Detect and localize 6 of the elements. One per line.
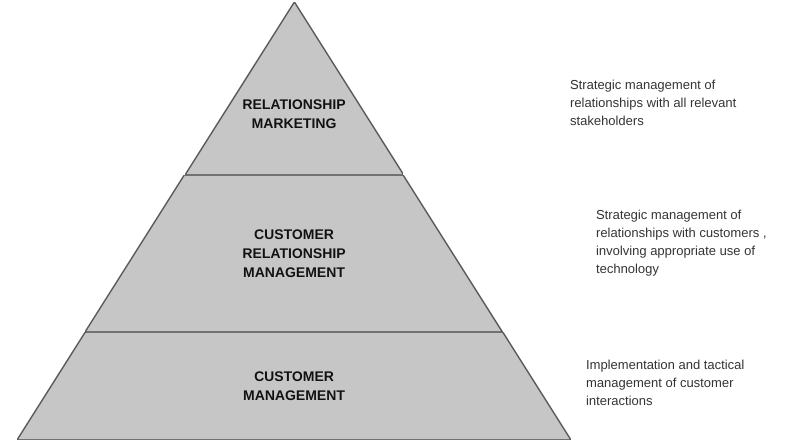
tier-label: CUSTOMER RELATIONSHIP MANAGEMENT [241, 225, 347, 282]
tier-description: Implementation and tactical management of customer interactions [586, 356, 746, 410]
tier-description: Strategic management of relationships with customers , involving appropriate use of technology [596, 206, 768, 278]
tier-description: Strategic management of relationships with all relevant stakeholders [570, 76, 738, 130]
tier-label: CUSTOMER MANAGEMENT [242, 367, 346, 405]
tier-label: RELATIONSHIP MARKETING [241, 95, 347, 133]
